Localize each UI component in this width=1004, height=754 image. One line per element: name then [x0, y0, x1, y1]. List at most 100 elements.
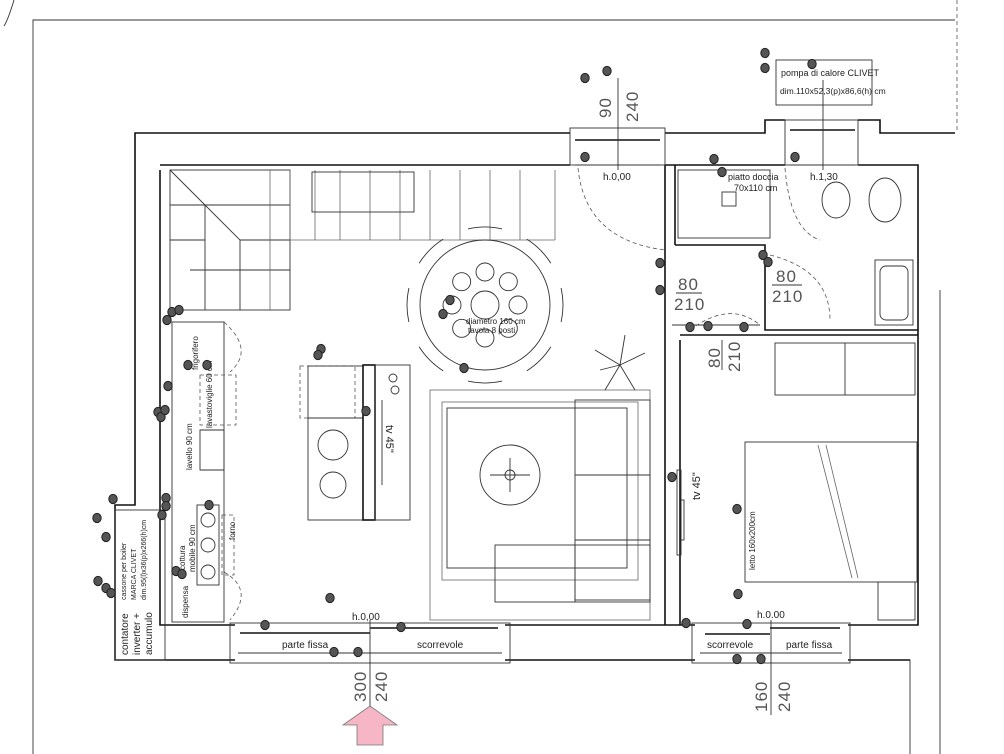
bedroom-window-sliding: scorrevole: [707, 640, 754, 651]
entrance-arrow: [341, 705, 399, 746]
annotation-marker: [183, 359, 193, 371]
kitchen-hob: cottura: [178, 545, 187, 570]
annotation-marker: [329, 646, 339, 658]
annotation-marker: [758, 249, 768, 261]
exterior-walls: [114, 119, 955, 661]
annotation-marker: [703, 320, 713, 332]
window-bathroom: [784, 119, 859, 166]
annotation-marker: [732, 653, 742, 665]
shower-label: piatto doccia: [728, 172, 779, 182]
living-tv-label: tv 45": [383, 425, 395, 453]
annotation-marker: [162, 314, 172, 326]
plate: [498, 318, 518, 338]
annotation-marker: [459, 362, 469, 374]
table-seats: tavola 8 posti: [468, 326, 515, 335]
door-width: 80: [776, 267, 797, 286]
living-window-sliding: scorrevole: [417, 640, 464, 651]
annotation-marker: [106, 587, 116, 599]
annotation-marker: [709, 153, 719, 165]
kitchen-island: [299, 364, 411, 521]
annotation-marker: [580, 151, 590, 163]
kitchen-fridge: frigorifero: [191, 336, 200, 370]
dining-chair: [560, 287, 564, 323]
annotation-marker: [177, 568, 187, 580]
plate: [498, 272, 518, 292]
sofa: [494, 399, 651, 603]
dim-entrance-width: 300: [351, 671, 370, 702]
bed-label: letto 160x200cm: [748, 511, 757, 570]
annotation-marker: [667, 471, 677, 483]
annotation-marker: [202, 359, 212, 371]
annotation-marker: [807, 58, 817, 70]
dining-chair: [467, 380, 503, 384]
annotation-marker: [353, 646, 363, 658]
dining-chair: [406, 287, 410, 323]
boiler-line2: MARCA CLIVET: [131, 548, 138, 600]
annotation-marker: [580, 72, 590, 84]
annotation-marker: [160, 404, 170, 416]
dim-bedroom-height: 240: [775, 681, 794, 712]
bedroom-tv-label: tv 45": [691, 472, 703, 500]
dim-bedroom-width: 160: [752, 681, 771, 712]
boiler-line1: cassone per boiler: [121, 542, 128, 600]
annotation-marker: [445, 294, 455, 306]
door-height: 210: [674, 295, 705, 314]
annotation-marker: [790, 151, 800, 163]
table-diameter: diametro 160 cm: [466, 317, 526, 326]
plate: [475, 262, 495, 282]
annotation-marker: [108, 493, 118, 505]
door-width: 80: [705, 347, 724, 368]
plate: [452, 318, 472, 338]
height-kitchen-window: h.0,00: [603, 172, 631, 183]
kitchen-dishwasher: lavastoviglie 60 cm: [205, 360, 214, 428]
annotation-marker: [325, 592, 335, 604]
door-width: 80: [678, 275, 699, 294]
dining-chair: [418, 238, 444, 264]
annotation-marker: [438, 308, 448, 320]
staircase: [169, 169, 556, 311]
kitchen-sink: lavello 90 cm: [185, 423, 194, 470]
heat-pump-size: dim.110x52,3(p)x86,6(h) cm: [780, 86, 886, 96]
annotation-marker: [101, 531, 111, 543]
utility-box: [114, 509, 166, 661]
dining-chair: [418, 346, 444, 372]
window-kitchen: [569, 127, 666, 251]
annotation-marker: [396, 621, 406, 633]
dining-chair: [526, 238, 552, 264]
utility-line2: inverter +: [132, 613, 143, 655]
annotation-marker: [174, 304, 184, 316]
kitchen-hob-unit: mobile 90 cm: [188, 524, 197, 572]
dimension-lines: [369, 59, 873, 715]
annotation-marker: [157, 509, 167, 521]
height-bath-window: h.1,30: [810, 172, 838, 183]
plate: [508, 295, 528, 315]
living-rug: [429, 389, 651, 621]
bedroom-window-fixed: parte fissa: [786, 640, 833, 651]
annotation-marker: [717, 166, 727, 178]
boiler-line3: dim.95(l)x36(p)x266(h)cm: [141, 520, 148, 600]
annotation-marker: [760, 47, 770, 59]
annotation-markers: [92, 47, 817, 665]
annotation-marker: [92, 512, 102, 524]
annotation-marker: [760, 62, 770, 74]
annotation-marker: [313, 349, 323, 361]
annotation-marker: [260, 619, 270, 631]
annotation-marker: [655, 257, 665, 269]
shower-size: 70x110 cm: [734, 183, 777, 193]
height-bedroom-window: h.0.00: [757, 610, 785, 621]
annotation-marker: [163, 380, 173, 392]
height-living-window: h.0,00: [352, 612, 380, 623]
living-window-fixed: parte fissa: [282, 640, 329, 651]
annotation-marker: [732, 503, 742, 515]
kitchen-pantry: dispensa: [181, 585, 190, 618]
kitchen-counter: [171, 321, 242, 623]
annotation-marker: [763, 256, 773, 268]
bedroom: [676, 313, 918, 621]
annotation-marker: [655, 284, 665, 296]
dim-entrance-height: 240: [372, 671, 391, 702]
annotation-marker: [204, 499, 214, 511]
annotation-marker: [681, 617, 691, 629]
annotation-marker: [93, 575, 103, 587]
plate: [475, 328, 495, 348]
annotation-marker: [733, 588, 743, 600]
